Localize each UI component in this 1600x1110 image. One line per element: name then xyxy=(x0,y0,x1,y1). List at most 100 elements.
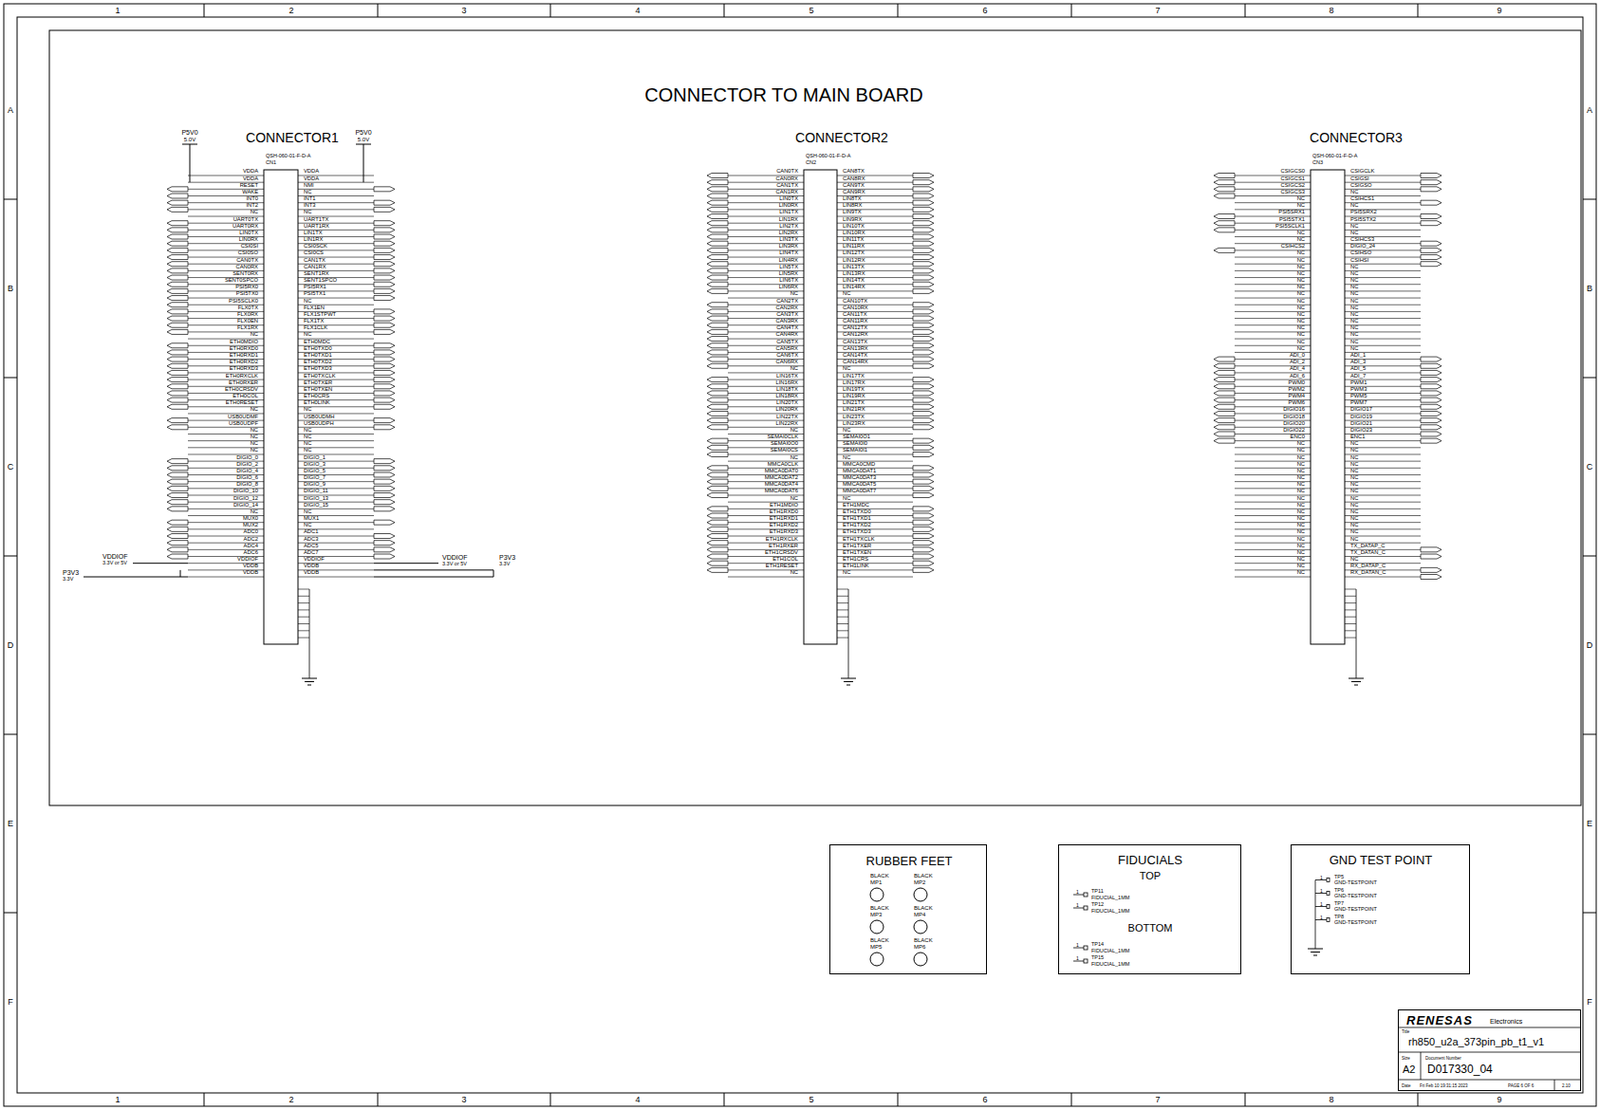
pin-signal-name: NC xyxy=(250,434,259,441)
pin-signal-name: DIGIO20 xyxy=(1283,421,1305,428)
pin-signal-name: CAN6RX xyxy=(775,359,799,366)
pin-signal-name: RX_DATAP_C xyxy=(1350,563,1386,570)
pin-signal-name: NC xyxy=(250,210,259,217)
pin-signal-name: CSIGCS2 xyxy=(1281,183,1305,189)
port-symbol xyxy=(706,336,728,342)
grid-tick xyxy=(1582,377,1597,379)
voltage-label: 3.3V xyxy=(62,576,74,583)
node-text: TOP xyxy=(1139,871,1161,882)
ground-symbol xyxy=(1354,685,1359,687)
pin-signal-name: TX_DATAP_C xyxy=(1350,543,1386,550)
power-label: VDDIOF xyxy=(442,554,467,561)
pin-signal-name: INT2 xyxy=(245,203,259,209)
pin-signal-name: LIN23RX xyxy=(842,421,866,428)
rubber-foot-symbol xyxy=(870,920,884,934)
node-text: A2 xyxy=(1402,1064,1415,1076)
grid-tick xyxy=(1417,3,1419,18)
port-symbol xyxy=(706,451,728,457)
port-symbol xyxy=(167,370,188,375)
pin-signal-name: ETH0LINK xyxy=(303,400,331,407)
pin-signal-name: DIGIO_24 xyxy=(1350,243,1376,250)
port-symbol xyxy=(706,206,728,212)
port-symbol xyxy=(912,234,934,240)
port-symbol xyxy=(167,186,188,192)
port-symbol xyxy=(1213,384,1235,390)
pin-signal-name: PSI5SCLK0 xyxy=(228,298,259,305)
pin-signal-name: CSI0CS xyxy=(303,251,324,258)
node-text: GND-TESTPOINT xyxy=(1334,907,1377,913)
port-symbol xyxy=(706,547,728,553)
port-symbol xyxy=(706,567,728,573)
voltage-label: 3.3V xyxy=(499,561,510,568)
grid-tick xyxy=(3,377,18,379)
port-symbol xyxy=(912,247,934,253)
port-symbol xyxy=(912,193,934,199)
port-symbol xyxy=(1420,214,1442,220)
port-symbol xyxy=(912,180,934,186)
pin-signal-name: LIN1TX xyxy=(779,210,799,217)
pin-signal-name: CAN3RX xyxy=(775,318,799,325)
pin-signal-name: CAN13TX xyxy=(842,339,868,346)
pin-wire xyxy=(1234,576,1311,578)
port-symbol xyxy=(167,234,188,240)
grid-ref: B xyxy=(1586,284,1593,294)
port-symbol xyxy=(1213,247,1235,253)
pin-signal-name: LIN14RX xyxy=(842,284,866,291)
port-symbol xyxy=(373,261,395,267)
pin-signal-name: CAN1TX xyxy=(776,183,799,189)
pin-signal-name: INT1 xyxy=(303,196,317,203)
pin-signal-name: PSI5STX2 xyxy=(1350,217,1377,224)
pin-signal-name: NC xyxy=(1297,482,1305,488)
node-text: 1 xyxy=(1076,943,1080,949)
pin-signal-name: MUX2 xyxy=(242,522,259,529)
port-symbol xyxy=(706,404,728,410)
pin-signal-name: ETH1MDIO xyxy=(769,502,799,509)
pin-signal-name: PWM4 xyxy=(1288,393,1305,400)
pin-wire xyxy=(837,589,849,591)
pin-signal-name: LIN9TX xyxy=(842,210,862,217)
port-symbol xyxy=(167,221,188,226)
pin-signal-name: NC xyxy=(790,292,799,298)
port-symbol xyxy=(706,227,728,233)
pin-signal-name: LIN22RX xyxy=(775,421,799,428)
title-block-line xyxy=(1397,1052,1582,1054)
port-symbol xyxy=(706,356,728,362)
port-symbol xyxy=(167,227,188,233)
port-symbol xyxy=(167,377,188,383)
pin-signal-name: LIN1RX xyxy=(303,237,323,243)
grid-ref: 8 xyxy=(1328,1096,1334,1105)
port-symbol xyxy=(373,255,395,261)
port-symbol xyxy=(1420,255,1442,261)
port-symbol xyxy=(1420,397,1442,403)
node-text: TP14 xyxy=(1091,942,1104,949)
testpoint-symbol xyxy=(1326,892,1330,896)
pin-signal-name: NC xyxy=(1350,516,1359,522)
pin-signal-name: NC xyxy=(1350,298,1359,305)
port-symbol xyxy=(1213,425,1235,430)
pin-signal-name: CSIHCS1 xyxy=(1350,196,1375,203)
pin-signal-name: INT3 xyxy=(303,203,317,209)
pin-signal-name: USB0UDPH xyxy=(303,421,335,428)
port-symbol xyxy=(373,227,395,233)
pin-signal-name: NC xyxy=(1297,292,1305,298)
pin-signal-name: VDDB xyxy=(242,571,259,577)
pin-signal-name: CSIHSO xyxy=(1350,251,1372,258)
port-symbol xyxy=(912,200,934,205)
power-wire xyxy=(180,570,182,577)
pin-signal-name: NC xyxy=(1350,284,1359,291)
pin-wire xyxy=(1344,609,1357,611)
pin-signal-name: LIN17RX xyxy=(842,380,866,387)
pin-wire xyxy=(1344,595,1357,597)
fiducial-pin xyxy=(1073,894,1084,896)
port-symbol xyxy=(706,438,728,444)
port-symbol xyxy=(373,316,395,321)
grid-tick xyxy=(724,1093,726,1107)
pin-signal-name: SENT0RX xyxy=(232,271,259,278)
port-symbol xyxy=(1213,370,1235,375)
pin-signal-name: LIN6TX xyxy=(779,278,799,284)
pin-signal-name: ADI_1 xyxy=(1350,353,1366,359)
pin-signal-name: LIN4TX xyxy=(779,251,799,258)
pin-signal-name: NC xyxy=(790,366,799,373)
port-symbol xyxy=(912,363,934,369)
pin-signal-name: LIN0TX xyxy=(239,230,259,237)
